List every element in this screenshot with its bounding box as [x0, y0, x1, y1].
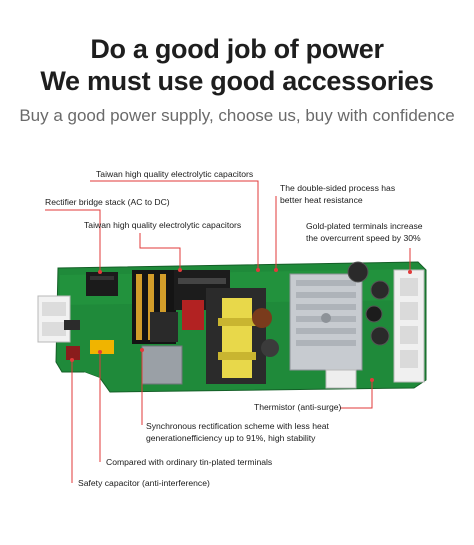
heat-sink	[289, 273, 363, 371]
callout-capacitors-top: Taiwan high quality electrolytic capacit…	[96, 169, 254, 179]
headline-line-1: Do a good job of power	[90, 34, 384, 64]
subtitle: Buy a good power supply, choose us, buy …	[19, 106, 455, 125]
headline-line-2: We must use good accessories	[40, 66, 434, 96]
callout-double-sided-2: better heat resistance	[280, 195, 363, 205]
callout-gold-1: Gold-plated terminals increase	[306, 221, 423, 231]
input-connector	[37, 295, 71, 343]
safety-capacitor	[90, 340, 114, 354]
callout-capacitors-mid: Taiwan high quality electrolytic capacit…	[84, 220, 242, 230]
callout-tin: Compared with ordinary tin-plated termin…	[106, 457, 273, 467]
callout-gold-2: the overcurrent speed by 30%	[306, 233, 421, 243]
rectifier-bridge	[86, 272, 118, 296]
transformer	[206, 288, 266, 384]
output-connector	[393, 269, 425, 383]
callout-thermistor: Thermistor (anti-surge)	[254, 402, 342, 412]
callout-rectifier: Rectifier bridge stack (AC to DC)	[45, 197, 170, 207]
callout-safety: Safety capacitor (anti-interference)	[78, 478, 210, 488]
callout-sync-2: generationefficiency up to 91%, high sta…	[146, 433, 316, 443]
callout-double-sided-1: The double-sided process has	[280, 183, 396, 193]
callout-sync-1: Synchronous rectification scheme with le…	[146, 421, 329, 431]
